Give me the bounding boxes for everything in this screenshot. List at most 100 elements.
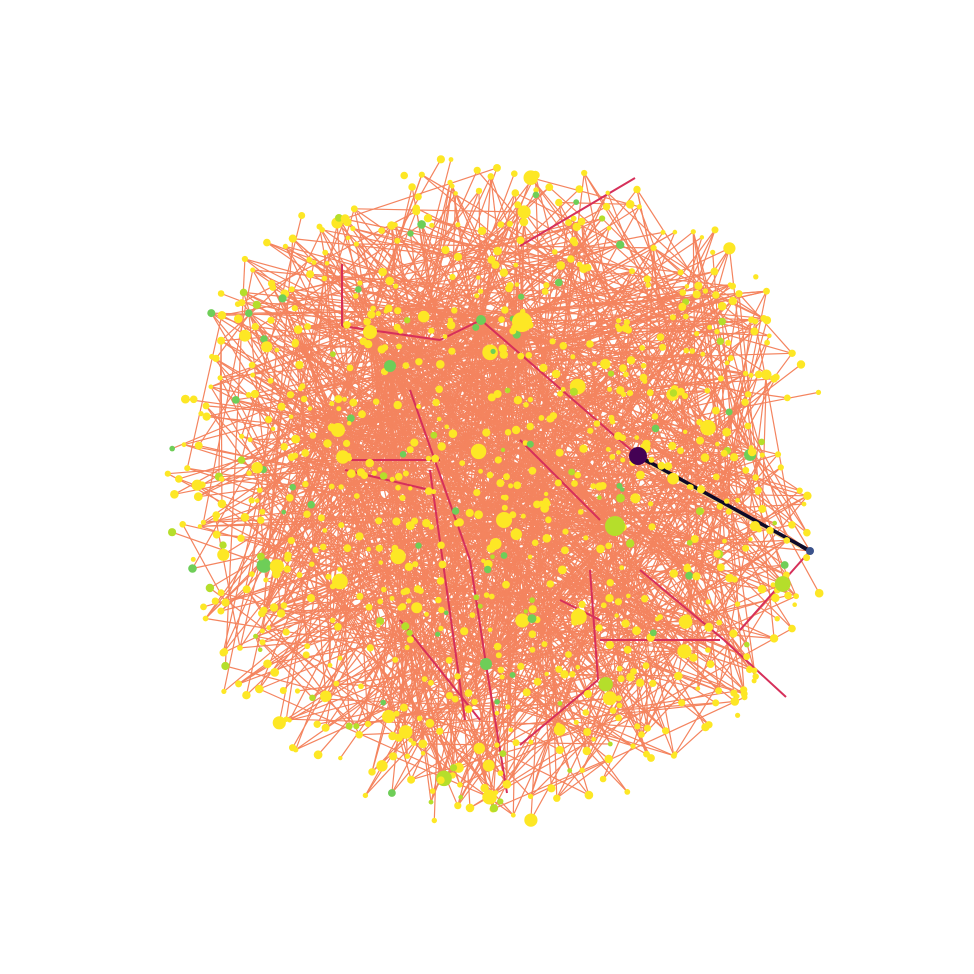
graph-edge <box>294 343 350 459</box>
graph-node <box>620 487 625 492</box>
graph-node <box>742 544 750 552</box>
graph-edge <box>206 416 339 431</box>
graph-node <box>451 507 460 515</box>
graph-node <box>505 284 513 293</box>
graph-node <box>715 687 723 695</box>
graph-node <box>365 603 373 611</box>
graph-node <box>424 611 429 617</box>
graph-node <box>504 429 512 436</box>
graph-node <box>695 507 704 516</box>
graph-edge <box>256 500 532 797</box>
graph-node <box>325 573 332 580</box>
graph-node <box>291 434 301 444</box>
graph-node <box>217 589 225 597</box>
graph-node <box>428 327 435 334</box>
graph-edge <box>297 329 380 549</box>
graph-node <box>252 300 261 309</box>
graph-node <box>717 375 724 382</box>
graph-node <box>451 695 459 703</box>
graph-node <box>454 673 461 680</box>
graph-node <box>168 528 177 537</box>
graph-node <box>356 592 364 600</box>
graph-node <box>669 389 678 397</box>
graph-node <box>453 191 458 196</box>
graph-node <box>657 614 663 620</box>
graph-node <box>302 480 309 488</box>
graph-node <box>375 544 383 552</box>
graph-node <box>406 446 414 454</box>
graph-edge <box>261 365 391 613</box>
graph-edge <box>270 224 459 382</box>
graph-node <box>251 322 259 331</box>
graph-node <box>494 710 500 716</box>
graph-edge <box>431 224 498 252</box>
graph-node <box>744 391 752 398</box>
graph-node <box>517 662 525 671</box>
graph-node <box>678 302 687 311</box>
graph-node <box>677 647 684 655</box>
graph-node <box>311 260 317 265</box>
graph-node <box>596 544 605 554</box>
graph-node <box>554 479 562 487</box>
graph-node <box>411 740 417 747</box>
graph-node <box>453 252 463 261</box>
graph-edge <box>613 689 744 712</box>
graph-node <box>283 565 291 573</box>
graph-node <box>542 534 552 543</box>
graph-edge <box>653 247 765 319</box>
graph-node <box>181 394 190 404</box>
graph-node <box>702 288 709 294</box>
graph-node <box>643 275 651 283</box>
graph-edge <box>574 242 755 332</box>
graph-node <box>421 676 428 682</box>
graph-node <box>355 532 364 541</box>
graph-node <box>677 644 692 659</box>
graph-node <box>202 412 211 421</box>
graph-node <box>486 471 494 479</box>
graph-edge <box>569 770 590 796</box>
graph-edge <box>261 611 487 665</box>
graph-node <box>722 538 727 544</box>
graph-node <box>378 227 385 235</box>
graph-node <box>496 512 512 528</box>
graph-edge <box>384 371 408 757</box>
graph-node <box>573 719 579 725</box>
graph-node <box>499 350 508 359</box>
graph-node <box>758 438 765 446</box>
graph-node <box>731 576 738 583</box>
strong-edge <box>519 679 599 746</box>
graph-node <box>445 656 453 664</box>
graph-node <box>748 316 755 324</box>
graph-node <box>394 237 401 244</box>
graph-node <box>272 569 281 579</box>
graph-node <box>302 651 310 659</box>
graph-node <box>645 282 651 288</box>
graph-node <box>197 524 203 529</box>
graph-node <box>720 449 728 457</box>
graph-node <box>735 290 743 298</box>
graph-node <box>600 602 607 609</box>
graph-node <box>272 716 286 730</box>
graph-node <box>483 592 490 598</box>
graph-node <box>256 558 272 573</box>
graph-node <box>393 323 401 331</box>
graph-node <box>303 510 311 518</box>
graph-node <box>198 481 206 489</box>
graph-node <box>260 335 268 343</box>
graph-node <box>486 544 496 553</box>
graph-edge <box>211 356 628 793</box>
graph-edge <box>224 258 246 667</box>
graph-node <box>752 673 759 680</box>
graph-node <box>370 305 376 312</box>
graph-edge <box>601 218 687 303</box>
graph-node <box>716 563 725 572</box>
graph-node <box>355 730 364 739</box>
graph-node <box>289 483 297 491</box>
graph-node <box>710 249 716 255</box>
graph-node <box>274 347 280 353</box>
graph-node <box>184 465 191 472</box>
graph-node <box>448 429 458 439</box>
graph-node <box>788 624 796 633</box>
graph-node <box>438 560 447 569</box>
